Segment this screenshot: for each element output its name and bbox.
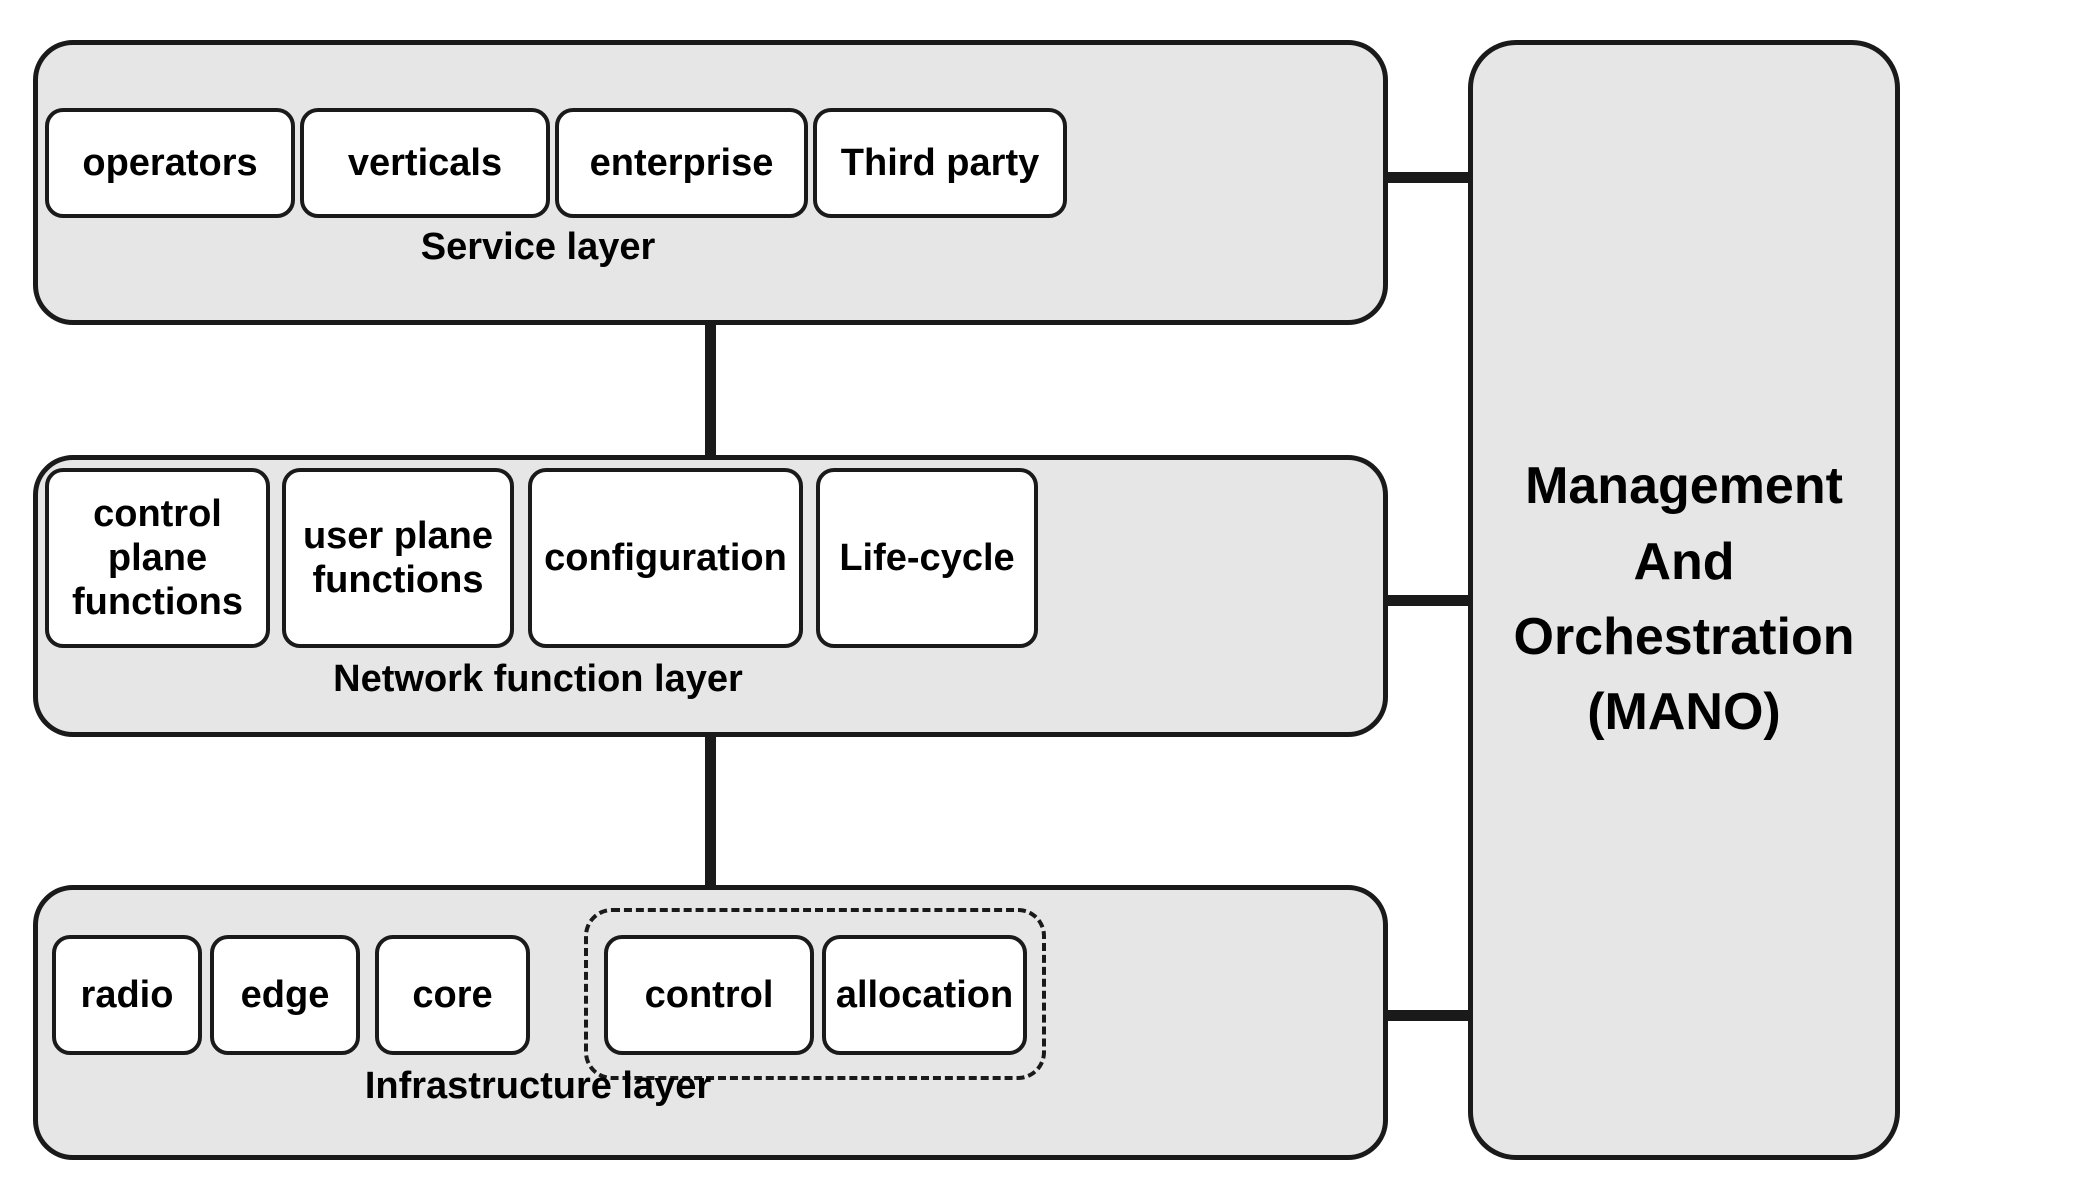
service-node-verticals[interactable]: verticals xyxy=(300,108,550,218)
connector-service-to-mano xyxy=(1386,172,1470,183)
network-function-layer-caption: Network function layer xyxy=(333,658,743,700)
connector-nf-to-mano xyxy=(1386,595,1470,606)
infra-node-allocation[interactable]: allocation xyxy=(822,935,1027,1055)
infra-node-radio[interactable]: radio xyxy=(52,935,202,1055)
nf-node-control-plane-functions[interactable]: control plane functions xyxy=(45,468,270,648)
nf-node-configuration[interactable]: configuration xyxy=(528,468,803,648)
infra-node-edge[interactable]: edge xyxy=(210,935,360,1055)
connector-service-to-nf xyxy=(705,322,716,460)
mano-panel[interactable]: Management And Orchestration (MANO) xyxy=(1468,40,1900,1160)
nf-node-life-cycle[interactable]: Life-cycle xyxy=(816,468,1038,648)
infra-dashed-group xyxy=(584,908,1046,1080)
nf-node-user-plane-functions[interactable]: user plane functions xyxy=(282,468,514,648)
service-node-third-party[interactable]: Third party xyxy=(813,108,1067,218)
connector-nf-to-infra xyxy=(705,734,716,889)
infra-node-control[interactable]: control xyxy=(604,935,814,1055)
infrastructure-layer-caption: Infrastructure layer xyxy=(364,1065,712,1107)
connector-infra-to-mano xyxy=(1386,1010,1470,1021)
infra-node-core[interactable]: core xyxy=(375,935,530,1055)
service-node-operators[interactable]: operators xyxy=(45,108,295,218)
mano-label: Management And Orchestration (MANO) xyxy=(1513,457,1855,742)
service-layer-caption: Service layer xyxy=(420,226,656,268)
service-node-enterprise[interactable]: enterprise xyxy=(555,108,808,218)
